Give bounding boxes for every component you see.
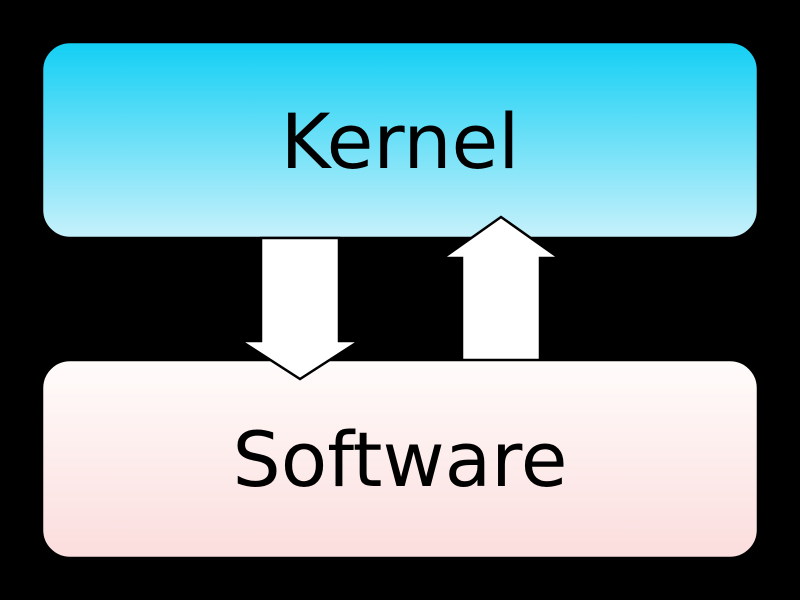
kernel-label: Kernel <box>281 97 520 186</box>
software-box <box>40 358 760 560</box>
kernel-box <box>40 40 760 240</box>
downward-arrow <box>241 238 359 379</box>
software-label: Software <box>232 415 567 504</box>
upward-arrow-outline <box>439 215 563 364</box>
upward-arrow <box>443 217 559 362</box>
downward-arrow-outline <box>236 236 364 381</box>
